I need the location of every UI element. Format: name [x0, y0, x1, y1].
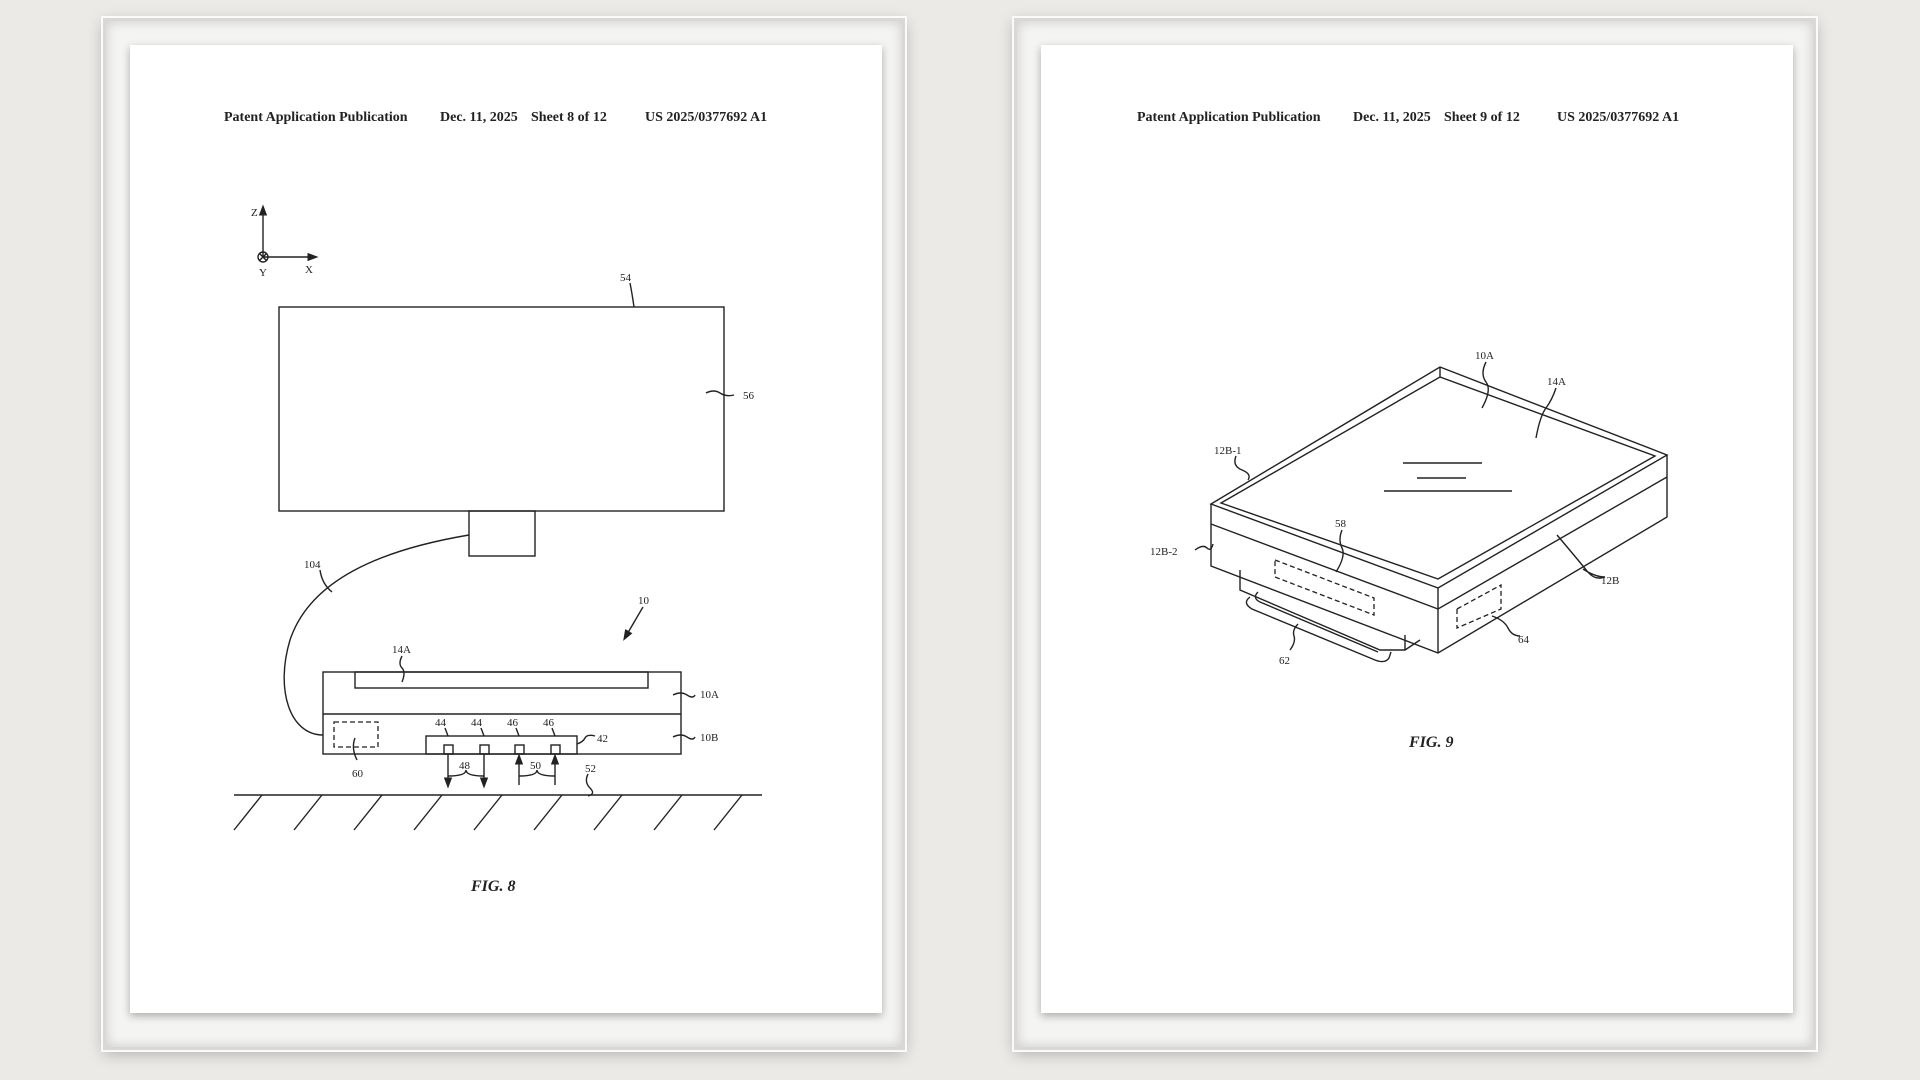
- patent-page: [1041, 45, 1793, 1013]
- patent-sheet-9-frame: [1014, 18, 1816, 1050]
- patent-page: [130, 45, 882, 1013]
- patent-sheet-8-frame: [103, 18, 905, 1050]
